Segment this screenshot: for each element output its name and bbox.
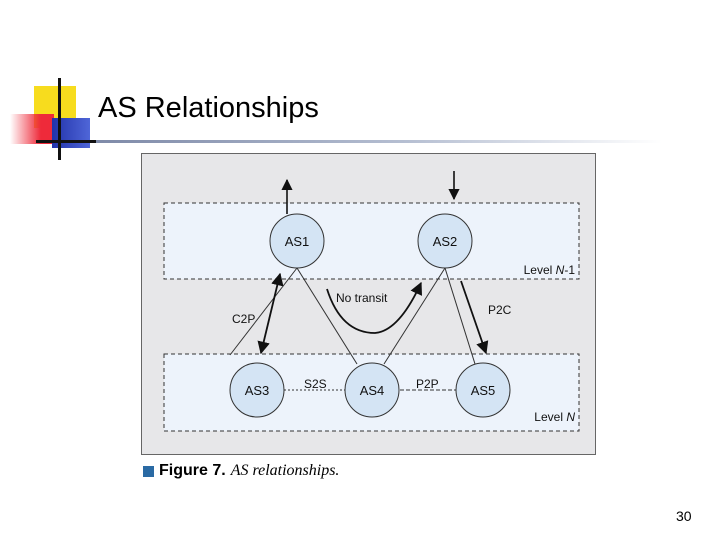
decoration-horizontal-line [36,140,114,143]
figure-caption: Figure 7. AS relationships. [143,461,339,481]
no-transit-label: No transit [336,291,388,305]
node-as4-label: AS4 [360,383,385,398]
page-number: 30 [676,508,692,524]
s2s-label: S2S [304,377,327,391]
level-n-minus-1-label: Level N-1 [524,263,576,277]
as-relationships-diagram: AS1 AS2 AS3 AS4 AS5 No transit C2P P2C S… [141,153,596,455]
node-as3-label: AS3 [245,383,270,398]
node-as4: AS4 [344,362,400,418]
node-as1: AS1 [269,213,325,269]
node-as5: AS5 [455,362,511,418]
link-as2-as5 [444,267,476,365]
caption-text: AS relationships. [230,462,340,479]
title-underline [96,140,662,143]
link-as2-as4 [383,267,446,365]
caption-marker-icon [143,465,154,477]
level-n-minus-1-band [163,202,580,280]
level-n-italic: N [566,410,575,424]
decoration-vertical-line [58,78,61,160]
decoration-red-bar [10,114,54,144]
node-as1-label: AS1 [285,234,310,249]
level-n-label: Level N [534,410,575,424]
level-n-minus-1-prefix: Level [524,263,556,277]
node-as3: AS3 [229,362,285,418]
p2p-label: P2P [416,377,439,391]
level-n-minus-1-italic: N [556,263,565,277]
slide-title: AS Relationships [98,92,319,124]
link-as1-as4 [296,267,358,365]
node-as2-label: AS2 [433,234,458,249]
level-n-minus-1-suffix: -1 [564,263,575,277]
no-transit-arrow [326,281,422,334]
as-relationships-figure: AS1 AS2 AS3 AS4 AS5 No transit C2P P2C S… [141,153,596,455]
p2c-label: P2C [488,303,512,317]
c2p-arrow [257,272,284,355]
node-as5-label: AS5 [471,383,496,398]
node-as2: AS2 [417,213,473,269]
c2p-label: C2P [232,312,255,326]
p2c-arrow [460,280,489,355]
level-n-prefix: Level [534,410,566,424]
caption-label: Figure 7. [159,462,226,479]
